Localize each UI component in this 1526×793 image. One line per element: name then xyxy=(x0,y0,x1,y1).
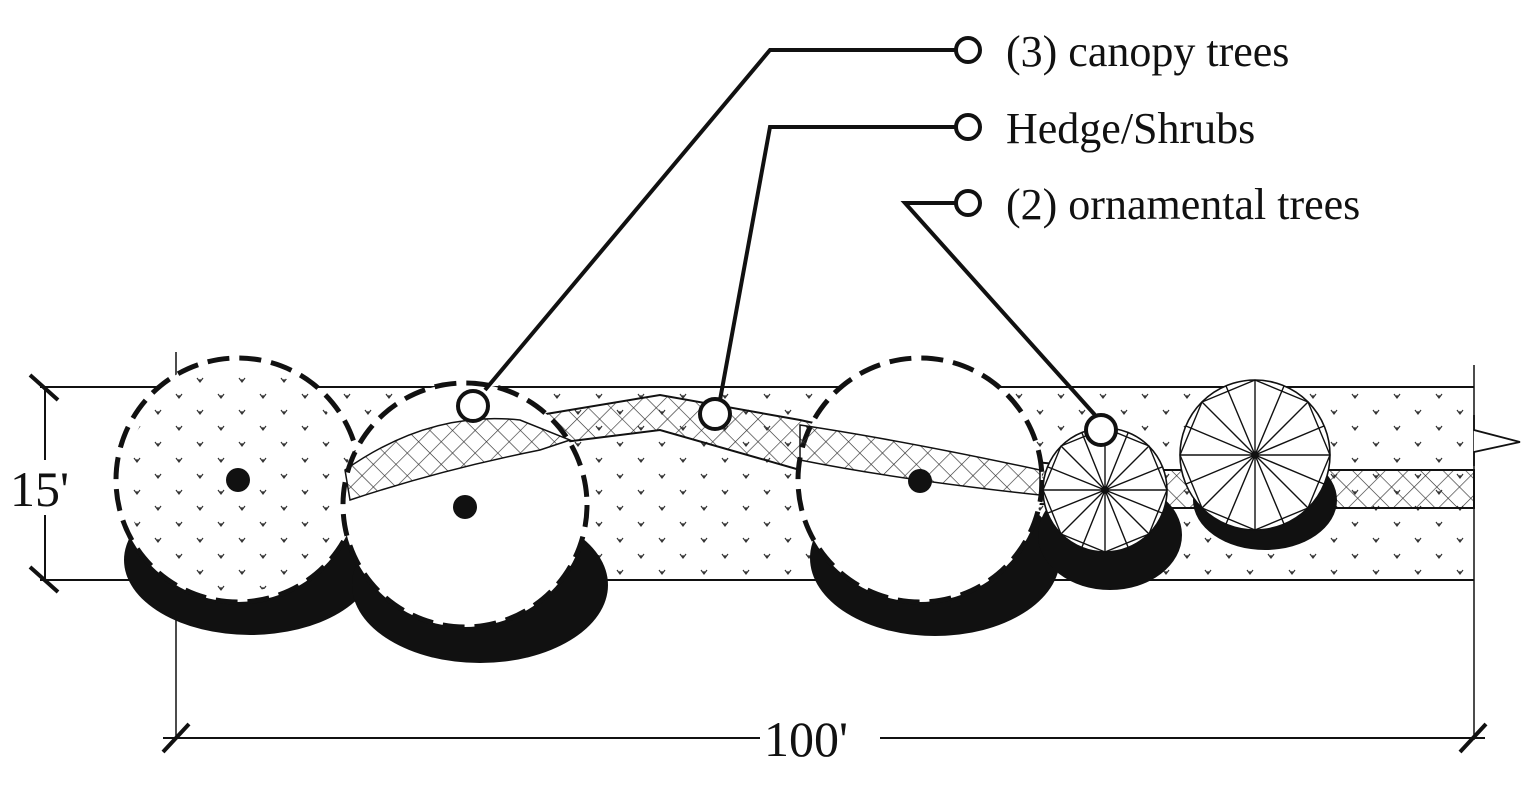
canopy-tree-3-trunk xyxy=(908,469,932,493)
canopy-tree-2 xyxy=(340,380,590,630)
callout-ornamental-label: (2) ornamental trees xyxy=(1006,180,1360,229)
length-label: 100' xyxy=(764,711,848,767)
canopy-label-marker xyxy=(954,36,982,64)
canopy-target-marker xyxy=(456,389,490,423)
leader-lines xyxy=(483,48,1097,417)
length-dimension xyxy=(161,722,1488,754)
hedge-target-marker xyxy=(698,397,732,431)
canopy-tree-1-trunk xyxy=(226,468,250,492)
canopy-trees xyxy=(113,355,1045,630)
ornamental-trees xyxy=(1042,379,1331,553)
callout-canopy-label: (3) canopy trees xyxy=(1006,27,1289,76)
callout-labels: (3) canopy trees Hedge/Shrubs (2) orname… xyxy=(1006,27,1360,229)
break-line-right xyxy=(1473,415,1521,466)
ornamental-tree-2 xyxy=(1179,379,1331,531)
canopy-tree-3 xyxy=(795,355,1045,605)
ornamental-label-marker xyxy=(954,189,982,217)
leader-endpoints xyxy=(456,36,1118,447)
ornamental-tree-1 xyxy=(1042,427,1168,553)
canopy-tree-2-trunk xyxy=(453,495,477,519)
leader-canopy xyxy=(483,48,958,392)
hedge-label-marker xyxy=(954,113,982,141)
canopy-tree-1 xyxy=(113,355,363,605)
callout-hedge-label: Hedge/Shrubs xyxy=(1006,104,1255,153)
leader-ornamental xyxy=(900,201,1097,417)
leader-hedge xyxy=(718,125,958,401)
ornamental-target-marker xyxy=(1084,413,1118,447)
depth-label: 15' xyxy=(10,461,69,517)
